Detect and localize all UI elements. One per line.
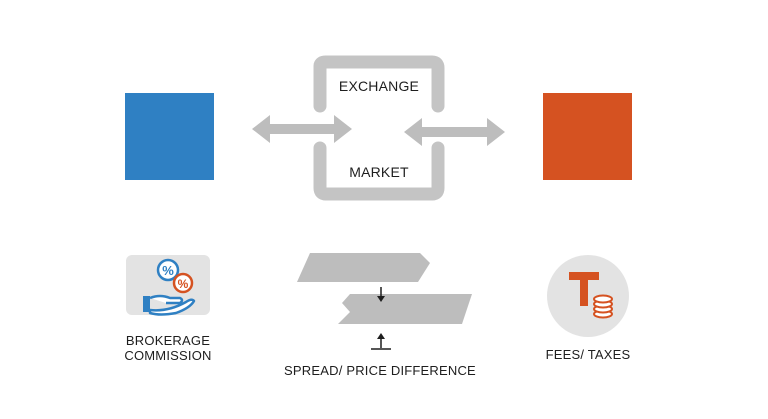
svg-text:%: % — [178, 277, 189, 291]
left-double-arrow-icon — [252, 115, 352, 143]
upper-price-bar — [297, 253, 430, 282]
spread-label: SPREAD/ PRICE DIFFERENCE — [284, 363, 476, 378]
right-party-square — [543, 93, 632, 180]
exchange-label: EXCHANGE — [338, 78, 420, 94]
brokerage-label-line1: BROKERAGE — [125, 333, 211, 348]
hand-percent-icon: % % — [126, 255, 210, 316]
svg-text:%: % — [162, 263, 174, 278]
right-double-arrow-icon — [404, 118, 505, 146]
fees-label: FEES/ TAXES — [545, 347, 631, 362]
exchange-market-frame — [313, 55, 445, 201]
lower-price-bar — [338, 294, 472, 324]
frame-top-bracket — [313, 55, 445, 113]
left-party-square — [125, 93, 214, 180]
brokerage-label-line2: COMMISSION — [124, 348, 212, 363]
tax-coins-icon — [547, 255, 629, 337]
frame-bottom-bracket — [313, 141, 445, 201]
market-label: MARKET — [349, 164, 409, 180]
price-gap-icon — [297, 253, 472, 350]
